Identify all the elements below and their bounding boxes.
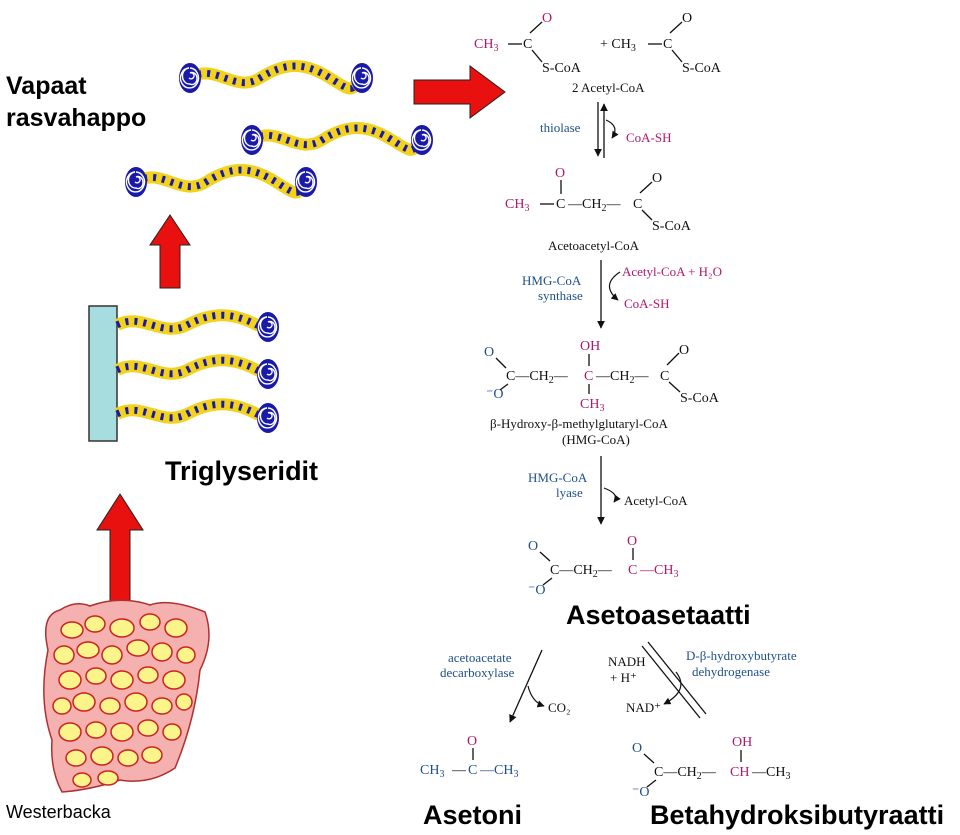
decarboxylase-co2: CO₂: [548, 700, 571, 715]
free-fatty-acid-1: [178, 60, 374, 95]
synthase-coa-sh: CoA-SH: [624, 296, 670, 311]
free-fatty-acids-label: Vapaat rasvahappo: [6, 70, 146, 134]
svg-text:O: O: [484, 345, 494, 360]
triglycerides-label: Triglyseridit: [165, 456, 319, 486]
fatty-acid-head-icon: [240, 124, 264, 156]
beta-hydroxybutyrate-structure: O C—CH2— ⁻O CH OH —CH3: [632, 735, 790, 800]
nadh-label-line2: + H⁺: [610, 670, 637, 685]
fatty-acid-head-icon: [256, 311, 280, 343]
hmg-coa-synthase-line1: HMG-CoA: [522, 273, 582, 288]
free-fatty-acids-label-line2: rasvahappo: [6, 104, 147, 132]
glycerol-backbone: [88, 305, 118, 442]
acetyl-coa-structure: CH3 C O S-CoA + CH3 C O S-CoA: [474, 11, 722, 76]
svg-text:O: O: [632, 741, 642, 756]
hmg-coa-synthase-line2: synthase: [538, 288, 583, 303]
svg-text:⁻O: ⁻O: [486, 387, 504, 402]
fatty-acid-head-icon: [350, 62, 374, 94]
svg-text:—CH2—: —CH2—: [595, 369, 649, 386]
svg-text:S-CoA: S-CoA: [652, 219, 692, 234]
svg-text:S-CoA: S-CoA: [682, 61, 722, 76]
svg-text:O: O: [679, 343, 689, 358]
thiolase-enzyme: thiolase: [540, 120, 581, 135]
svg-text:OH: OH: [732, 735, 752, 750]
lyase-acetyl-coa: Acetyl-CoA: [624, 493, 688, 508]
svg-text:O: O: [542, 11, 552, 26]
acetoacetyl-coa-name: Acetoacetyl-CoA: [548, 238, 640, 253]
svg-text:C—CH2—: C—CH2—: [550, 563, 613, 580]
release-arrow: [149, 214, 191, 289]
acetone-structure: CH3 — C O —CH3: [420, 734, 518, 780]
svg-text:—CH3: —CH3: [479, 763, 518, 780]
svg-text:CH3: CH3: [474, 37, 498, 54]
hmg-coa-name-line1: β-Hydroxy-β-methylglutaryl-CoA: [490, 416, 668, 431]
svg-text:—CH3: —CH3: [751, 765, 790, 782]
decarboxylase-line2: decarboxylase: [440, 665, 515, 680]
dehydrogenase-line1: D-β-hydroxybutyrate: [686, 648, 797, 663]
to-ketogenesis-arrow: [413, 65, 506, 119]
svg-text:⁻O: ⁻O: [528, 583, 546, 598]
svg-text:C: C: [584, 369, 593, 384]
svg-text:O: O: [528, 539, 538, 554]
svg-text:O: O: [627, 534, 637, 549]
svg-text:—CH3: —CH3: [639, 563, 678, 580]
svg-text:S-CoA: S-CoA: [680, 391, 720, 406]
svg-text:O: O: [467, 734, 477, 749]
synthase-acetyl-coa-water: Acetyl-CoA + H₂O: [622, 264, 722, 279]
triglyceride-molecule: [88, 305, 280, 442]
fatty-acid-head-icon: [124, 166, 148, 198]
svg-text:C—CH2—: C—CH2—: [654, 765, 717, 782]
fatty-acid-head-icon: [410, 124, 434, 156]
fatty-acid-head-icon: [294, 166, 318, 198]
svg-text:CH: CH: [730, 765, 749, 780]
free-fatty-acid-3: [124, 164, 318, 199]
svg-text:S-CoA: S-CoA: [542, 61, 582, 76]
svg-text:O: O: [652, 171, 662, 186]
svg-text:O: O: [682, 11, 692, 26]
svg-text:C: C: [523, 37, 532, 52]
svg-text:C: C: [556, 197, 565, 212]
svg-text:OH: OH: [580, 339, 600, 354]
acetoacetate-structure: O C—CH2— ⁻O C O —CH3: [528, 534, 678, 598]
svg-text:C: C: [468, 763, 477, 778]
acetoacetate-label: Asetoasetaatti: [566, 600, 751, 630]
acetone-label: Asetoni: [423, 800, 523, 830]
free-fatty-acids-label-line1: Vapaat: [6, 72, 87, 100]
svg-text:CH3: CH3: [580, 397, 604, 414]
svg-text:C: C: [628, 563, 637, 578]
svg-text:—CH2—: —CH2—: [567, 197, 621, 214]
thiolase-coa-sh: CoA-SH: [626, 130, 672, 145]
svg-text:+ CH3: + CH3: [600, 37, 636, 54]
adipose-tissue-image: [43, 599, 210, 793]
free-fatty-acid-2: [240, 122, 434, 156]
hmg-coa-name-line2: (HMG-CoA): [562, 432, 630, 447]
fatty-acid-head-icon: [178, 62, 202, 94]
credit-label: Westerbacka: [6, 802, 111, 822]
hmg-coa-structure: O C—CH2— ⁻O C OH CH3 —CH2— C O S-CoA: [484, 339, 720, 414]
svg-text:C: C: [663, 37, 672, 52]
svg-text:CH3: CH3: [420, 763, 444, 780]
mobilization-arrow: [96, 493, 144, 606]
decarboxylase-line1: acetoacetate: [448, 650, 512, 665]
svg-text:C—CH2—: C—CH2—: [506, 369, 569, 386]
svg-text:O: O: [555, 166, 565, 181]
hmg-coa-lyase-line1: HMG-CoA: [528, 470, 588, 485]
svg-text:—: —: [451, 763, 467, 778]
fatty-acid-head-icon: [256, 402, 280, 434]
nad-label: NAD⁺: [626, 700, 661, 715]
svg-text:C: C: [633, 197, 642, 212]
svg-text:C: C: [660, 369, 669, 384]
hmg-coa-lyase-line2: lyase: [556, 485, 583, 500]
nadh-label-line1: NADH: [608, 654, 646, 669]
acetyl-coa-name: 2 Acetyl-CoA: [572, 80, 645, 95]
beta-hydroxybutyrate-label: Betahydroksibutyraatti: [650, 800, 945, 830]
dehydrogenase-line2: dehydrogenase: [692, 664, 770, 679]
acetoacetyl-coa-structure: CH3 C O —CH2— C O S-CoA: [505, 166, 692, 234]
svg-text:⁻O: ⁻O: [632, 785, 650, 800]
svg-text:CH3: CH3: [505, 197, 529, 214]
fatty-acid-head-icon: [256, 358, 280, 390]
